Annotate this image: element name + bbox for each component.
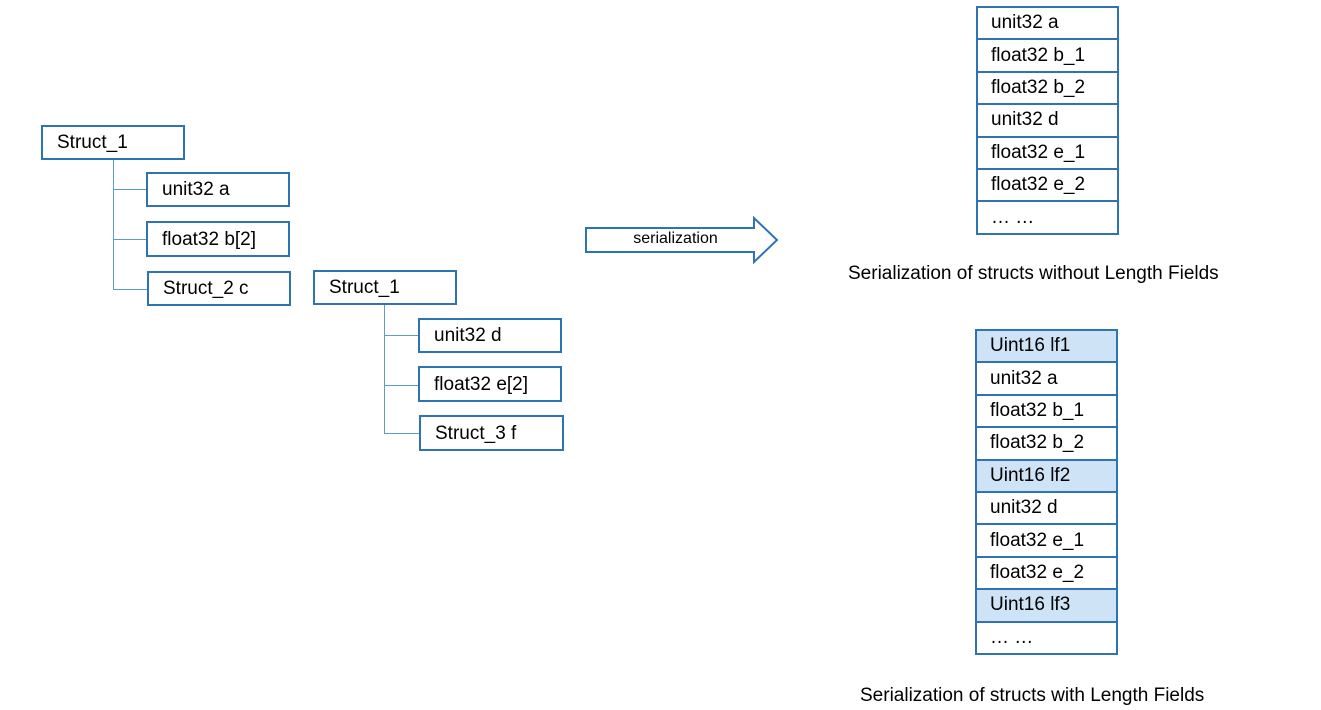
- tree1-connector-vertical: [113, 160, 114, 289]
- with-lf-cell: float32 e_2: [975, 555, 1118, 591]
- serialization-arrow-label: serialization: [633, 230, 718, 247]
- tree2-root-label: Struct_1: [329, 277, 400, 298]
- tree1-child-b-label: float32 b[2]: [162, 228, 257, 250]
- tree1-child-a-label: unit32 a: [162, 179, 230, 200]
- tree2-child-f: Struct_3 f: [419, 415, 564, 451]
- tree2-child-f-label: Struct_3 f: [435, 422, 517, 444]
- with-lf-cell: float32 e_1: [975, 523, 1118, 558]
- tree1-root: Struct_1: [41, 125, 185, 160]
- tree1-child-b: float32 b[2]: [146, 221, 290, 257]
- with-lf-cell: float32 b_1: [975, 393, 1118, 429]
- with-lf-cell: unit32 a: [975, 361, 1118, 396]
- tree2-connector-e: [384, 385, 419, 386]
- with-lf-cell: Uint16 lf1: [975, 329, 1118, 364]
- serialization-arrow-icon: [585, 216, 779, 264]
- tree2-connector-vertical: [384, 305, 385, 433]
- tree2-child-e-label: float32 e[2]: [434, 373, 529, 395]
- tree2-child-d-label: unit32 d: [434, 325, 502, 346]
- tree1-child-c: Struct_2 c: [147, 271, 291, 306]
- with-lf-cell: … …: [975, 620, 1118, 655]
- tree1-connector-a: [113, 189, 147, 190]
- caption-without-length-fields: Serialization of structs without Length …: [848, 263, 1219, 284]
- tree1-root-label: Struct_1: [57, 132, 128, 153]
- without-lf-cell: unit32 d: [976, 103, 1119, 138]
- without-lf-cell: float32 e_2: [976, 167, 1119, 203]
- tree2-connector-d: [384, 335, 419, 336]
- without-lf-cell: float32 b_2: [976, 70, 1119, 106]
- tree1-connector-b: [113, 239, 147, 240]
- with-lf-cell: unit32 d: [975, 490, 1118, 526]
- with-lf-cell: Uint16 lf3: [975, 588, 1118, 623]
- tree2-child-d: unit32 d: [418, 318, 562, 353]
- tree2-root: Struct_1: [313, 270, 457, 305]
- tree1-connector-c: [113, 289, 148, 290]
- with-lf-cell: Uint16 lf2: [975, 458, 1118, 493]
- tree2-child-e: float32 e[2]: [418, 366, 562, 402]
- tree2-connector-f: [384, 433, 420, 434]
- tree1-child-a: unit32 a: [146, 172, 290, 207]
- without-lf-cell: float32 e_1: [976, 135, 1119, 170]
- without-lf-cell: … …: [976, 200, 1119, 235]
- without-lf-cell: float32 b_1: [976, 38, 1119, 73]
- tree1-child-c-label: Struct_2 c: [163, 278, 249, 299]
- without-lf-cell: unit32 a: [976, 6, 1119, 41]
- caption-with-length-fields: Serialization of structs with Length Fie…: [860, 685, 1205, 706]
- with-lf-cell: float32 b_2: [975, 426, 1118, 461]
